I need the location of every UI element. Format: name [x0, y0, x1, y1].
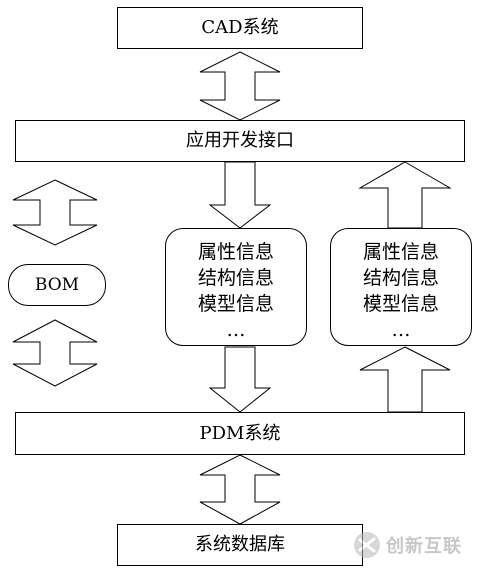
info-right-line: …	[391, 319, 411, 341]
cad-system-box: CAD系统	[117, 7, 363, 49]
pdm-system-label: PDM系统	[199, 422, 281, 444]
api-label: 应用开发接口	[186, 130, 294, 151]
bom-label: BOM	[34, 275, 80, 295]
pdm-system-box: PDM系统	[15, 412, 465, 455]
arrow-pdm-db	[199, 454, 281, 525]
info-left-line: …	[226, 319, 246, 341]
bom-box: BOM	[8, 264, 106, 306]
info-left-line: 模型信息	[197, 293, 274, 315]
watermark-text: 创新互联	[386, 536, 462, 557]
arrow-info-to-api	[358, 161, 452, 229]
arrow-cad-api	[199, 51, 281, 121]
info-right-line: 模型信息	[362, 293, 439, 315]
info-right-line: 结构信息	[362, 267, 439, 289]
info-left-line: 属性信息	[197, 241, 274, 263]
arrow-api-bom	[12, 179, 98, 246]
info-box-left: 属性信息 结构信息 模型信息 …	[165, 228, 307, 346]
info-left-line: 结构信息	[197, 267, 274, 289]
arrow-api-to-info	[208, 161, 272, 229]
arrow-pdm-to-info	[359, 346, 451, 413]
logo-x-icon	[354, 532, 380, 558]
api-box: 应用开发接口	[15, 120, 465, 162]
arrow-bom-pdm	[12, 319, 98, 387]
cad-system-label: CAD系统	[201, 17, 279, 38]
info-box-right: 属性信息 结构信息 模型信息 …	[330, 228, 472, 346]
info-right-line: 属性信息	[362, 241, 439, 263]
database-box: 系统数据库	[117, 524, 363, 566]
arrow-info-to-pdm	[208, 346, 272, 413]
watermark: 创新互联	[352, 527, 482, 563]
database-label: 系统数据库	[195, 534, 285, 555]
